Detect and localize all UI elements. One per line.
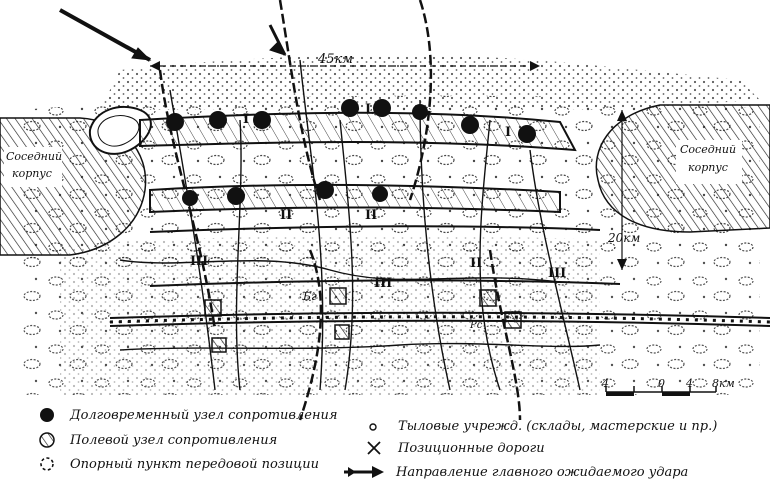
legend-item-rear-unit: Тыловые учрежд. (склады, мастерские и пр… <box>366 418 717 434</box>
scale-bar <box>605 386 717 396</box>
strongpoint-icon <box>38 456 60 472</box>
right-neighbor-label-line2: корпус <box>688 161 728 174</box>
railway <box>109 311 770 327</box>
width-label: 45км <box>318 52 354 67</box>
left-neighbor-label-line2: корпус <box>12 167 52 180</box>
position-mark: II <box>470 256 483 271</box>
depth-label: 20км <box>608 231 641 245</box>
rear-unit-icon <box>366 418 388 434</box>
legend-label: Полевой узел сопротивления <box>70 432 278 448</box>
legend-item-main-attack: Направление главного ожидаемого удара <box>342 464 688 480</box>
scale-tick-label: 4 <box>686 377 693 390</box>
attack-arrows <box>59 0 522 421</box>
right-neighbor-label-line1: Соседний <box>680 143 737 156</box>
scale-tick-label: 0 <box>658 377 665 390</box>
legend-label: Тыловые учрежд. (склады, мастерские и пр… <box>398 418 718 434</box>
place-label-rs: Рс <box>470 320 483 331</box>
legend-item-long-term-node: Долговременный узел сопротивления <box>38 407 337 423</box>
right-neighbor-region <box>595 104 770 233</box>
long-term-node-icon <box>38 407 60 423</box>
field-node-icon <box>38 432 60 448</box>
position-mark: I <box>243 112 250 127</box>
scale-tick-label: 8км <box>712 377 735 390</box>
legend-label: Опорный пункт передовой позиции <box>70 456 320 472</box>
field-nodes <box>204 287 522 353</box>
place-label-bg: Бг <box>303 290 317 303</box>
legend-label: Направление главного ожидаемого удара <box>396 464 689 480</box>
position-mark: II <box>365 208 378 223</box>
position-mark: II <box>280 208 293 223</box>
positional-roads-icon <box>366 440 388 456</box>
left-neighbor-label-line1: Соседний <box>6 150 63 163</box>
legend-label: Позиционные дороги <box>398 440 545 456</box>
depth-dimension <box>617 110 627 270</box>
position-mark: III <box>374 276 393 291</box>
main-attack-arrow-icon <box>342 464 386 480</box>
legend-item-strongpoint: Опорный пункт передовой позиции <box>38 456 319 472</box>
position-mark: III <box>548 266 567 281</box>
legend-item-field-node: Полевой узел сопротивления <box>38 432 277 448</box>
legend-label: Долговременный узел сопротивления <box>70 407 338 423</box>
position-mark: I <box>505 125 512 140</box>
width-dimension <box>150 61 540 71</box>
long-term-nodes <box>166 99 536 206</box>
scale-tick-label: 4 <box>602 377 609 390</box>
position-mark: III <box>190 254 209 269</box>
position-mark: I <box>365 102 372 117</box>
legend-item-positional-roads: Позиционные дороги <box>366 440 545 456</box>
